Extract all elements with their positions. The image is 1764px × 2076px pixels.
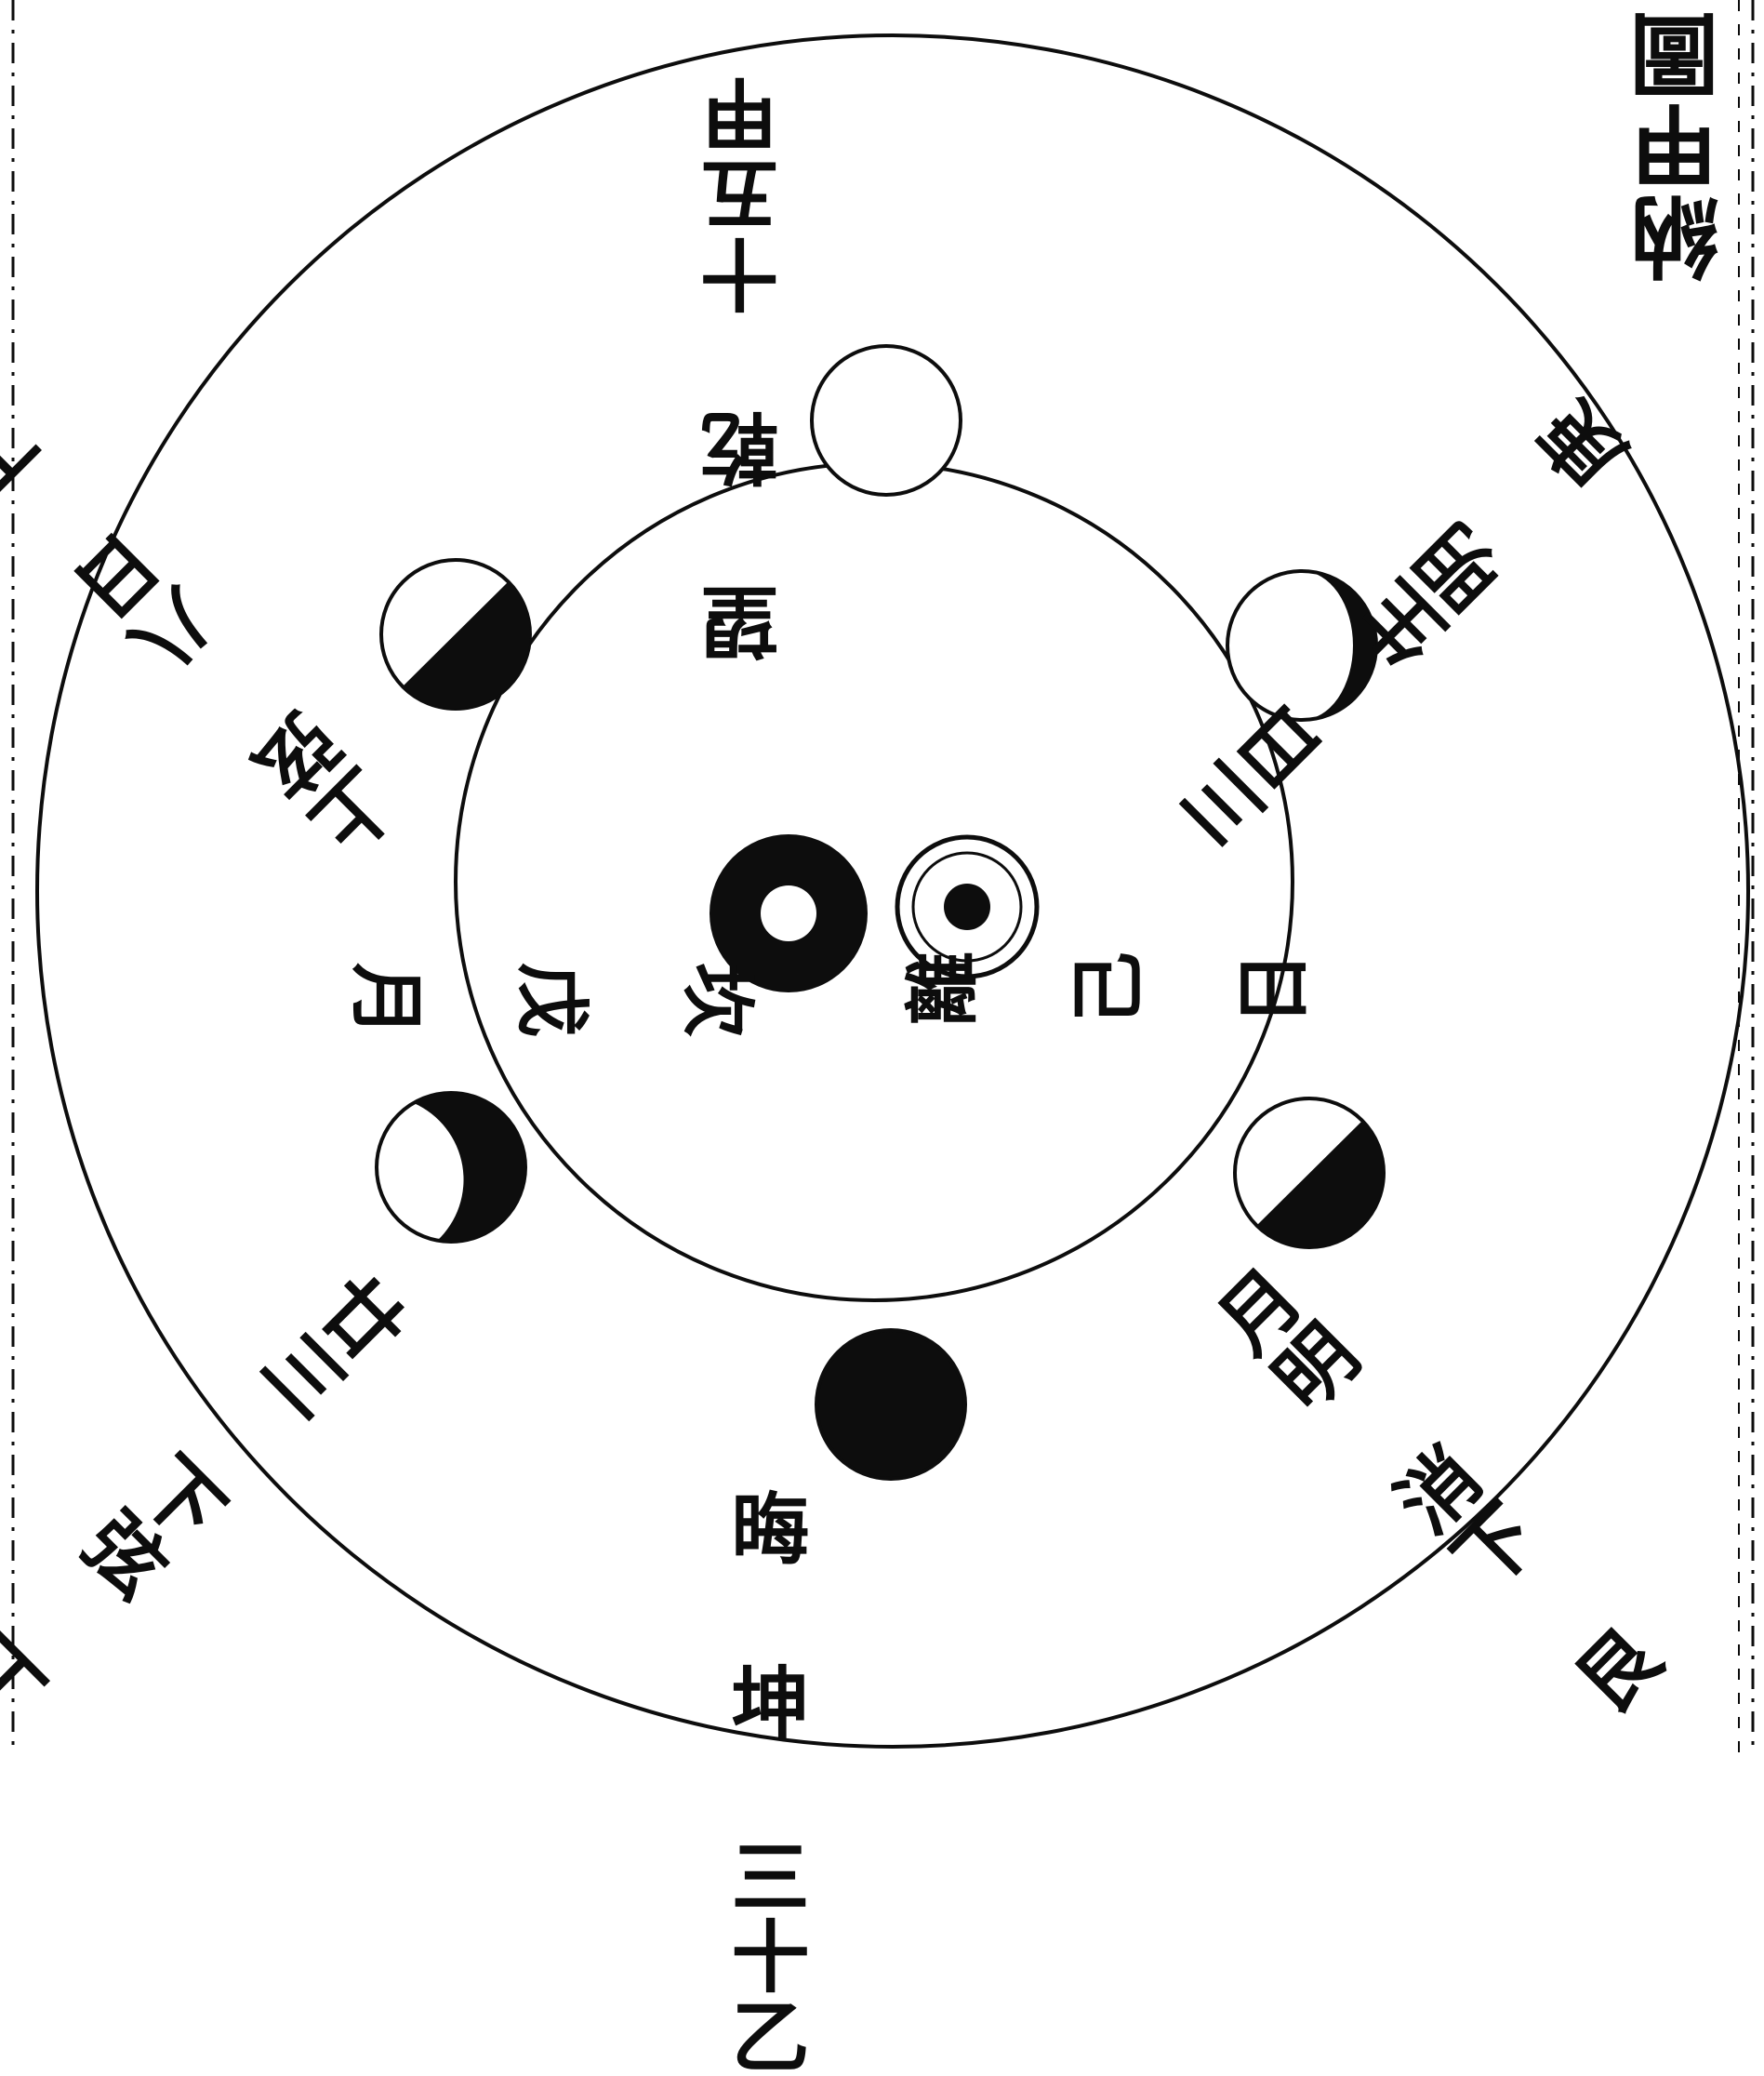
label-center-right-3: 日 — [1234, 957, 1310, 1031]
new-moon-icon — [816, 1330, 965, 1479]
label-center-right-1: 離 — [903, 957, 979, 1031]
label-center-right-2: 己 — [1068, 957, 1145, 1031]
label-center-left-3: 月 — [350, 957, 426, 1031]
waning-gibbous-icon — [1235, 1098, 1384, 1248]
label-top-3: 十五甲 — [707, 74, 785, 314]
label-bottom-2: 坤 — [725, 1662, 803, 1742]
label-top-2: 乾 — [707, 408, 785, 488]
label-center-left-1: 坎 — [681, 957, 757, 1031]
diagram-svg — [0, 0, 1764, 1752]
label-bottom: 晦 坤 三十乙 — [725, 1488, 803, 2076]
label-top: 望 乾 十五甲 — [707, 74, 785, 662]
label-center-left-2: 戊 — [515, 957, 591, 1031]
inner-ring — [456, 463, 1293, 1300]
diagram-page: 納甲圖 望 乾 十五甲 三日 生明 庚 月明 消下 艮 晦 坤 三十乙 廿三 下… — [0, 0, 1764, 1752]
waning-crescent-icon — [377, 1093, 526, 1243]
first-quarter-icon — [381, 560, 530, 709]
label-bottom-1: 晦 — [725, 1488, 803, 1568]
label-top-1: 望 — [707, 582, 785, 662]
full-moon-icon — [812, 346, 961, 495]
label-bottom-3: 三十乙 — [725, 1836, 803, 2076]
diagram-title: 納甲圖 — [1638, 9, 1727, 283]
label-center-right: 離 己 日 — [903, 957, 1310, 1031]
label-center-left: 坎 戊 月 — [350, 957, 757, 1031]
